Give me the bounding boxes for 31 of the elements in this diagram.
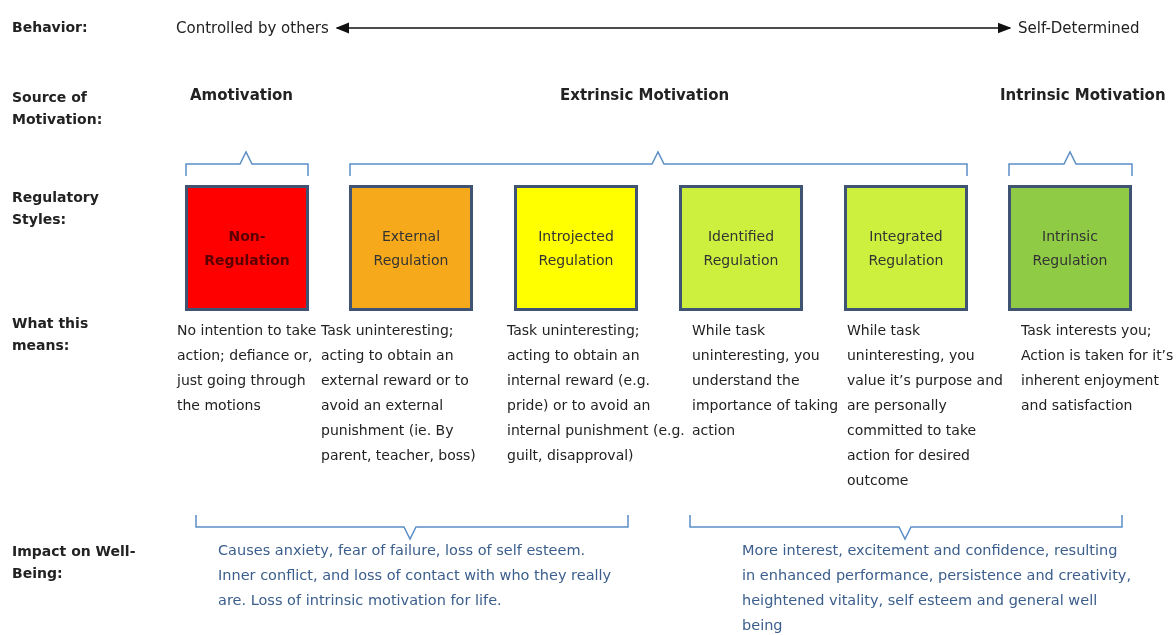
box-label: Identified Regulation [702,227,780,270]
regulation-box [1008,185,1132,311]
regulation-box [349,185,473,311]
row-heading: Source of Motivation: [12,88,104,129]
box-label: Introjected Regulation [537,227,615,270]
category-heading: Amotivation [190,85,295,106]
regulation-box [844,185,968,311]
category-heading: Extrinsic Motivation [560,85,731,106]
double-arrow [335,22,1012,34]
regulation-box [514,185,638,311]
scale-end-label: Self-Determined [1018,16,1140,40]
box-label: Intrinsic Regulation [1031,227,1109,270]
row-heading: What this means: [12,314,90,355]
box-label: Integrated Regulation [867,227,945,270]
regulation-box [185,185,309,311]
scale-end-label: Controlled by others [176,16,329,40]
row-heading: Behavior: [12,18,89,37]
category-heading: Intrinsic Motivation [1000,85,1167,106]
description-text: Task interests you; Action is taken for it’s inherent enjoyment and satisfaction [1021,321,1175,415]
row-heading: Regulatory Styles: [12,188,100,229]
impact-text: Causes anxiety, fear of failure, loss of self esteem. Inner conflict, and loss of contact with who they really are. Loss of intrinsic motivation for life. [218,541,613,610]
box-label: Non-Regulation [203,227,291,270]
description-text: While task uninteresting, you value it’s purpose and are personally committed to take action for desired outcome [847,321,1004,490]
impact-text: More interest, excitement and confidence, resulting in enhanced performance, persistence and creativity, heightened vitality, self esteem and general well being [742,541,1132,635]
description-text: No intention to take action; defiance or, just going through the motions [177,321,318,415]
box-label: External Regulation [372,227,450,270]
row-heading: Impact on Well-Being: [12,542,137,583]
description-text: Task uninteresting; acting to obtain an internal reward (e.g. pride) or to avoid an internal punishment (e.g. guilt, disapproval) [507,321,686,465]
regulation-box [679,185,803,311]
description-text: While task uninteresting, you understand the importance of taking action [692,321,840,440]
description-text: Task uninteresting; acting to obtain an external reward or to avoid an external punishment (ie. By parent, teacher, boss) [321,321,477,465]
